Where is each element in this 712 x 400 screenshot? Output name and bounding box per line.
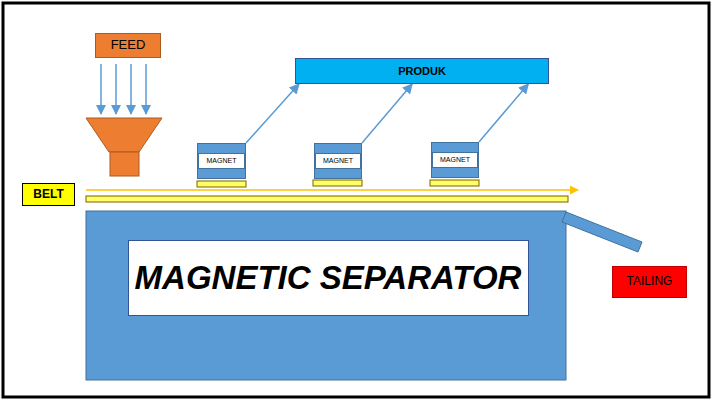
belt bbox=[86, 196, 568, 202]
magnet-label: MAGNET bbox=[198, 153, 245, 169]
magnet-plate bbox=[197, 180, 479, 187]
flow-arrow bbox=[246, 84, 299, 143]
magnet: MAGNET bbox=[431, 142, 479, 178]
hopper bbox=[86, 118, 162, 176]
flow-arrow bbox=[362, 84, 412, 143]
feed-arrows bbox=[101, 64, 146, 114]
box-label: BELT bbox=[33, 188, 63, 202]
feed-box: FEED bbox=[95, 33, 161, 58]
product-box: PRODUK bbox=[295, 58, 549, 84]
box-label: FEED bbox=[111, 38, 146, 53]
tailing-box: TAILING bbox=[612, 266, 687, 298]
box-label: MAGNETIC SEPARATOR bbox=[135, 259, 522, 297]
box-label: TAILING bbox=[627, 275, 673, 289]
separator-body bbox=[86, 211, 566, 380]
title-box: MAGNETIC SEPARATOR bbox=[128, 240, 529, 316]
flow-arrow bbox=[479, 84, 528, 142]
belt-direction bbox=[86, 189, 578, 191]
magnet-label: MAGNET bbox=[315, 153, 361, 169]
magnet: MAGNET bbox=[197, 143, 246, 179]
magnet: MAGNET bbox=[314, 143, 362, 179]
belt-label: BELT bbox=[22, 183, 75, 206]
frame bbox=[3, 3, 709, 397]
magnet-label: MAGNET bbox=[432, 152, 478, 168]
tailing-chute bbox=[562, 212, 642, 252]
box-label: PRODUK bbox=[398, 65, 446, 78]
